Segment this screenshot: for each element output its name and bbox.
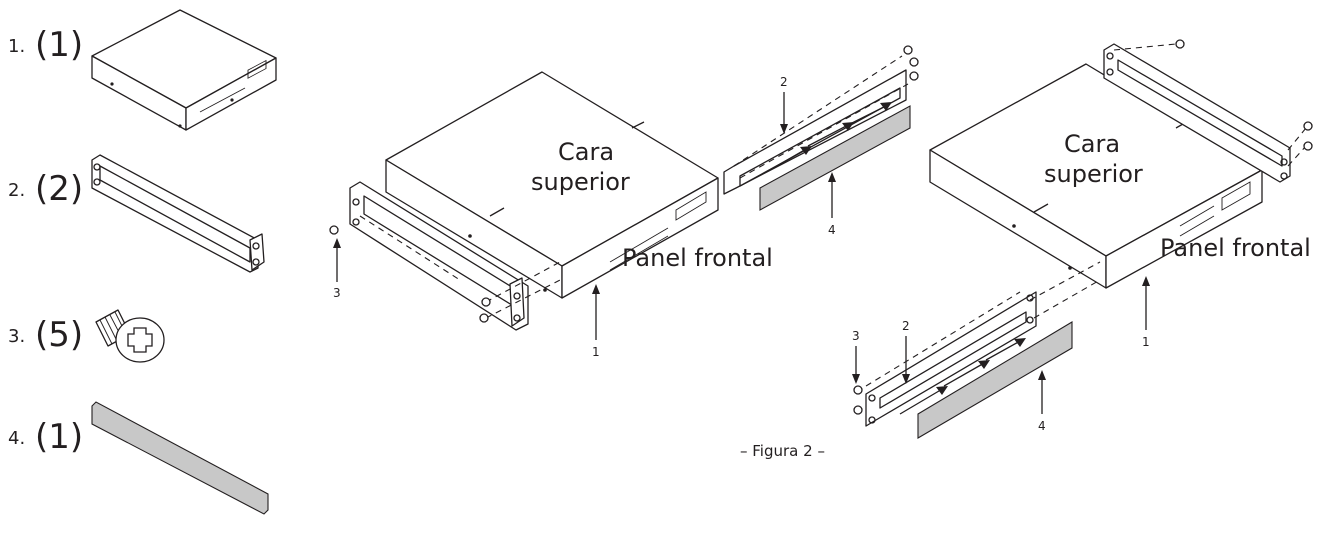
- figure-b-top-label-line1: Cara: [1064, 130, 1120, 158]
- part-3-number: 3.: [8, 326, 25, 347]
- figure-b-top-label-line2: superior: [1044, 160, 1143, 188]
- figure-a-front-label: Panel frontal: [622, 244, 773, 272]
- figure-a: Cara superior Panel frontal 3 1 2 4: [329, 45, 919, 359]
- figure-a-callout-2: 2: [780, 75, 788, 89]
- figure-a-callout-3: 3: [333, 286, 341, 300]
- part-3-qty: (5): [35, 315, 83, 355]
- part-4-qty: (1): [35, 417, 83, 457]
- parts-list: 1. (1) 2. (2) 3. (5) 4. (1): [8, 25, 83, 457]
- figure-a-callout-1: 1: [592, 345, 600, 359]
- figure-b-callout-2: 2: [902, 319, 910, 333]
- figure-b-filler-strip: [917, 321, 1073, 439]
- part-2-bracket-icon: [91, 154, 265, 273]
- part-1-qty: (1): [35, 25, 83, 65]
- figure-b-chassis-front: [1105, 169, 1263, 289]
- part-4-strip-icon: [91, 401, 269, 515]
- figure-a-top-label-line1: Cara: [558, 138, 614, 166]
- part-2-number: 2.: [8, 180, 25, 201]
- figure-b-front-label: Panel frontal: [1160, 234, 1311, 262]
- part-3-screw-icon: [95, 309, 165, 363]
- part-4-number: 4.: [8, 428, 25, 449]
- figure-b: Cara superior Panel frontal 1 3 2 4: [852, 39, 1313, 439]
- figure-b-callout-3: 3: [852, 329, 860, 343]
- figure-a-top-label-line2: superior: [531, 168, 630, 196]
- figure-caption: – Figura 2 –: [740, 442, 825, 460]
- part-2-qty: (2): [35, 169, 83, 209]
- figure-b-callout-4: 4: [1038, 419, 1046, 433]
- figure-a-filler-strip: [759, 105, 911, 211]
- figure-b-callout-1: 1: [1142, 335, 1150, 349]
- figure-a-callout-4: 4: [828, 223, 836, 237]
- part-1-number: 1.: [8, 36, 25, 57]
- part-1-device-icon: [91, 9, 277, 131]
